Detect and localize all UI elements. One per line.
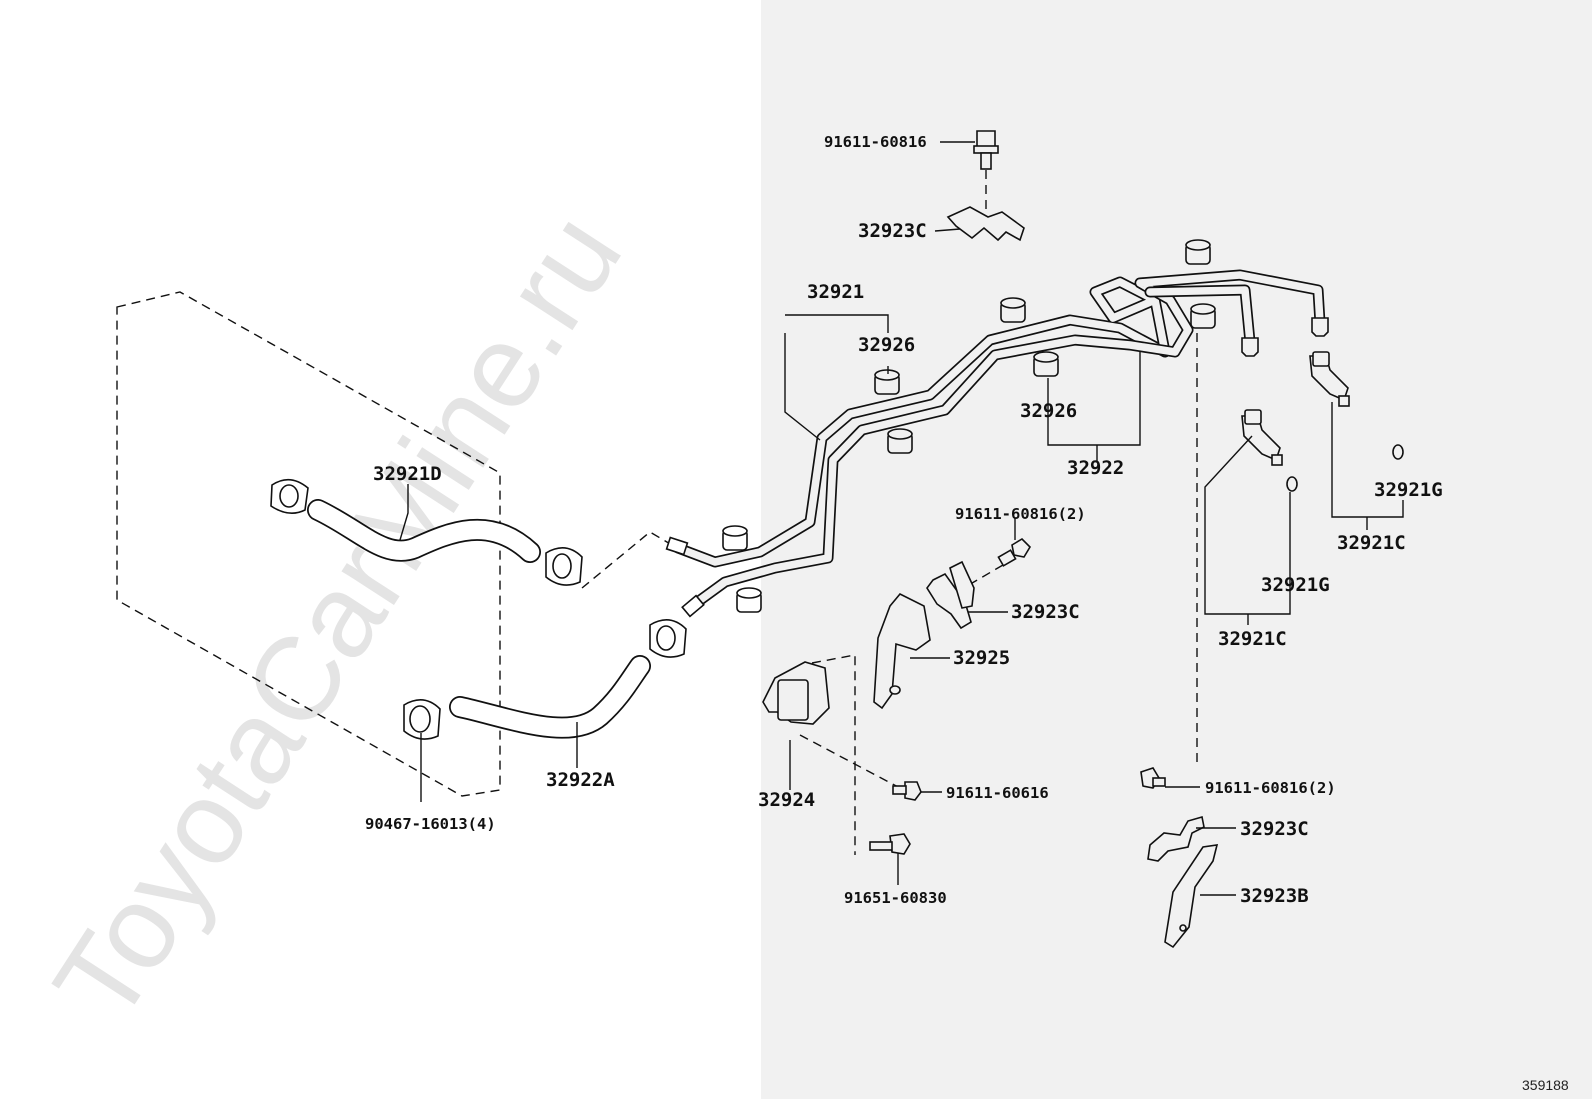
grommet-e [1000, 297, 1026, 323]
label-32921: 32921 [807, 281, 864, 303]
label-32925: 32925 [953, 647, 1010, 669]
label-91611-60816-top: 91611-60816 [824, 133, 927, 151]
watermark-text: ToyotaCarMine.ru [29, 191, 647, 1044]
grommet-f [1033, 351, 1059, 377]
label-32922a: 32922A [546, 769, 615, 791]
assembly-outline-dashed [116, 291, 501, 797]
label-91611-60816-right: 91611-60816(2) [1205, 779, 1336, 797]
bolt-91611-60816-mid [997, 537, 1032, 567]
bolt-91611-60616 [892, 781, 922, 801]
label-32926-lower: 32926 [1020, 400, 1077, 422]
label-32921g-upper: 32921G [1374, 479, 1443, 501]
grommet-c [874, 369, 900, 395]
hose-clip-4 [403, 699, 441, 740]
label-32923b: 32923B [1240, 885, 1309, 907]
union-32921c-upper [1309, 351, 1350, 407]
grommet-d [887, 428, 913, 454]
hose-32922a [449, 655, 651, 739]
label-32926-upper: 32926 [858, 334, 915, 356]
grommet-h [1190, 303, 1216, 329]
bracket-32923b [1164, 844, 1219, 949]
label-32923c-top: 32923C [858, 220, 927, 242]
clamp-32923c-right [1147, 815, 1205, 862]
bracket-32924 [762, 661, 830, 725]
hose-clip-3 [649, 619, 687, 658]
label-91651-60830: 91651-60830 [844, 889, 947, 907]
label-91611-60816-mid: 91611-60816(2) [955, 505, 1086, 523]
grommet-g [1185, 239, 1211, 265]
bolt-91611-60816-top [973, 130, 999, 170]
bolt-91651-60830 [869, 833, 911, 855]
grommet-b [736, 587, 762, 613]
label-91611-60616: 91611-60616 [946, 784, 1049, 802]
clamp-32923c-mid [926, 560, 975, 630]
label-32924: 32924 [758, 789, 815, 811]
label-32921g-lower: 32921G [1261, 574, 1330, 596]
document-number: 359188 [1522, 1077, 1569, 1093]
label-32923c-right: 32923C [1240, 818, 1309, 840]
label-32921d: 32921D [373, 463, 442, 485]
hose-32921d [307, 499, 541, 563]
hose-clip-1 [270, 478, 309, 514]
label-90467-16013: 90467-16013(4) [365, 815, 496, 833]
bracket-32925 [873, 593, 931, 710]
label-32923c-mid: 32923C [1011, 601, 1080, 623]
pipe-32921-32922-assembly [665, 269, 1329, 618]
union-32921c-lower [1241, 409, 1283, 466]
grommet-a [722, 525, 748, 551]
label-32921c-upper: 32921C [1337, 532, 1406, 554]
gasket-32921g-upper [1392, 444, 1404, 460]
hose-clip-2 [545, 547, 583, 586]
label-32922: 32922 [1067, 457, 1124, 479]
bolt-91611-60816-right [1140, 767, 1166, 789]
clamp-32923c-top [946, 206, 1025, 242]
label-32921c-lower: 32921C [1218, 628, 1287, 650]
gasket-32921g-lower [1286, 476, 1298, 492]
